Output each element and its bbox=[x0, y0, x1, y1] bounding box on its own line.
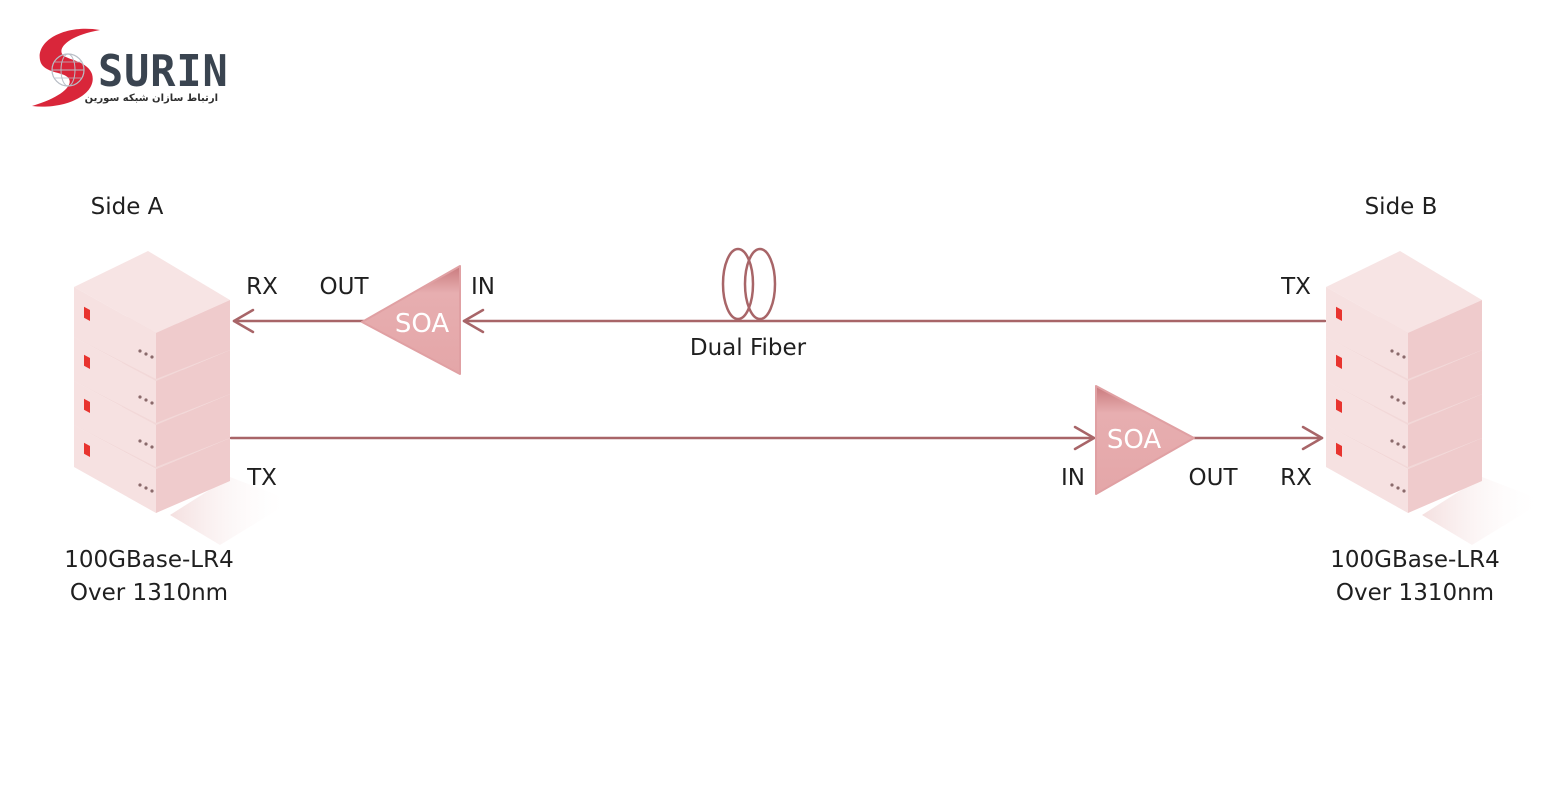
side-a-caption-line1: 100GBase-LR4 bbox=[64, 547, 234, 573]
soa-amplifier-top: SOA bbox=[361, 265, 461, 375]
soa-top-in-label: IN bbox=[471, 274, 495, 300]
surin-logo-icon bbox=[32, 28, 100, 107]
side-a-server-stack-icon bbox=[74, 251, 292, 545]
side-a-title: Side A bbox=[90, 194, 164, 220]
side-a-caption: 100GBase-LR4 Over 1310nm bbox=[64, 544, 233, 610]
soa-top-label: SOA bbox=[395, 309, 450, 339]
soa-amplifier-bottom: SOA bbox=[1095, 385, 1195, 495]
arrow-into-soa-top bbox=[462, 308, 485, 334]
soa-bottom-out-label: OUT bbox=[1188, 465, 1238, 491]
arrow-into-side-a-rx bbox=[232, 308, 255, 334]
arrow-into-soa-bottom bbox=[1073, 425, 1096, 451]
side-a-rx-label: RX bbox=[246, 274, 278, 300]
soa-top-out-label: OUT bbox=[319, 274, 369, 300]
side-b-caption-line2: Over 1310nm bbox=[1335, 580, 1495, 606]
fiber-label: Dual Fiber bbox=[689, 335, 807, 361]
arrow-into-side-b-rx bbox=[1301, 425, 1324, 451]
soa-bottom-label: SOA bbox=[1107, 425, 1162, 455]
side-b-title: Side B bbox=[1364, 194, 1438, 220]
side-a-caption-line2: Over 1310nm bbox=[69, 580, 229, 606]
side-a-tx-label: TX bbox=[247, 465, 277, 491]
soa-bottom-in-label: IN bbox=[1061, 465, 1085, 491]
side-b-server-stack-icon bbox=[1326, 251, 1544, 545]
logo-wordmark: SURIN bbox=[98, 46, 229, 97]
side-b-rx-label: RX bbox=[1280, 465, 1312, 491]
side-b-tx-label: TX bbox=[1281, 274, 1311, 300]
side-b-caption: 100GBase-LR4 Over 1310nm bbox=[1330, 544, 1499, 610]
logo-tagline: ارتباط سازان شبکه سورین bbox=[84, 93, 218, 104]
fiber-coil-icon bbox=[721, 247, 777, 321]
side-b-caption-line1: 100GBase-LR4 bbox=[1330, 547, 1500, 573]
